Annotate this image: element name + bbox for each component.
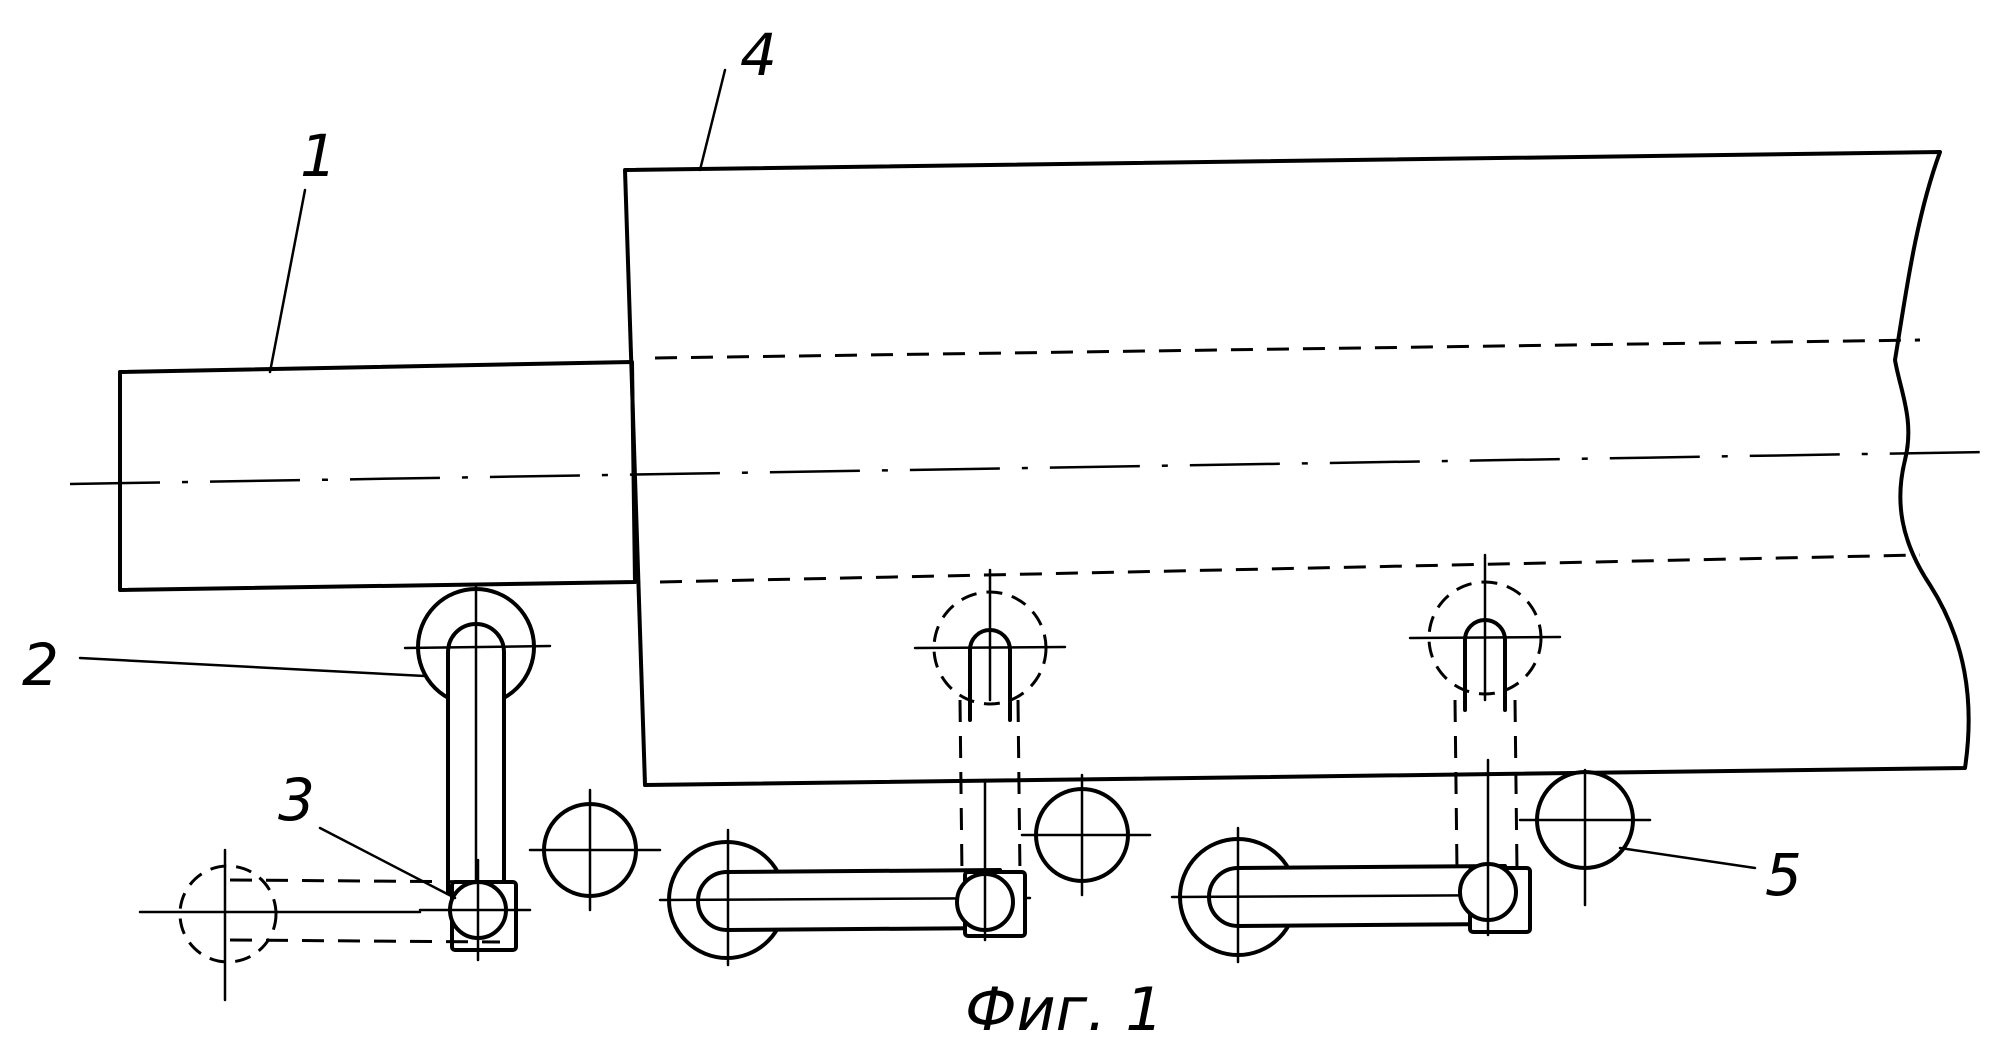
- center-axis: [70, 452, 1985, 484]
- label-pin: 3: [278, 766, 315, 834]
- label-shaft: 1: [300, 122, 337, 190]
- eccentric-lever-1: [405, 585, 550, 960]
- housing-outline: [625, 152, 1969, 785]
- leader-5: [1620, 848, 1755, 868]
- leader-3: [320, 828, 455, 898]
- label-housing: 4: [740, 21, 777, 89]
- eccentric-lever-3: [1172, 760, 1530, 962]
- eccentric-lever-2: [660, 780, 1030, 965]
- housing-bore-top: [655, 340, 1920, 358]
- roller-a: [530, 790, 660, 910]
- housing-bore-bottom: [660, 555, 1920, 582]
- label-roller: 5: [1765, 841, 1802, 909]
- leader-2: [80, 658, 425, 676]
- figure-caption: Фиг. 1: [965, 975, 1164, 1045]
- label-eccentric: 2: [22, 631, 59, 699]
- roller-5: [1520, 770, 1650, 905]
- roller-b: [1022, 775, 1150, 895]
- leader-4: [700, 70, 725, 170]
- phantom-pivot-1: [915, 570, 1065, 875]
- leader-1: [270, 190, 305, 372]
